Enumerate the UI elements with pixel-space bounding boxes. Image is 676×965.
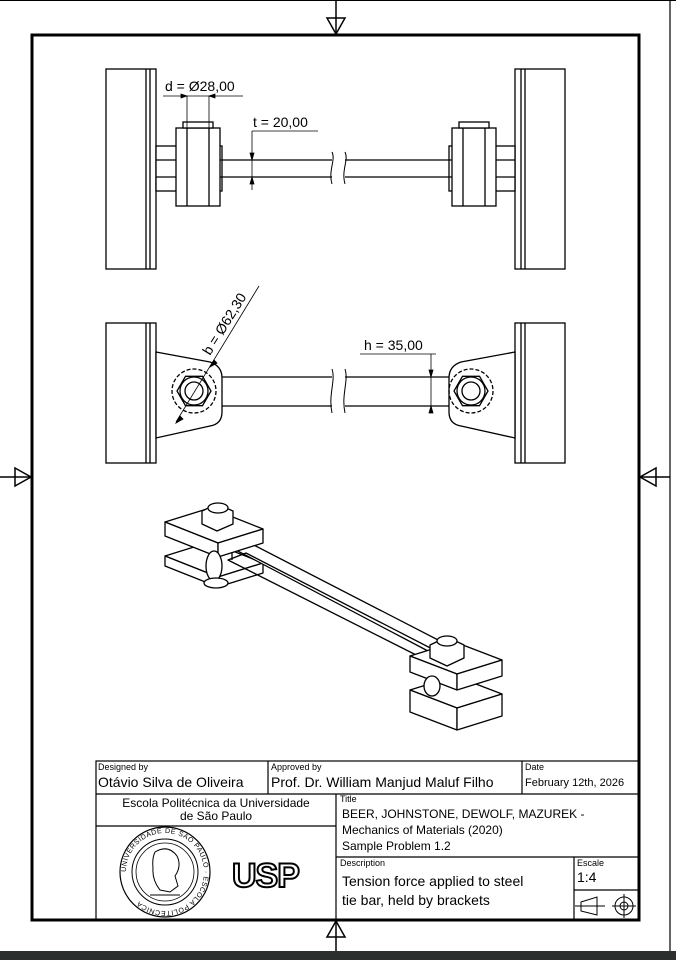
tie-bar-top xyxy=(222,151,449,185)
front-view-dimensions xyxy=(174,285,449,425)
designed-by-caption: Designed by xyxy=(98,762,149,772)
tie-bar-front xyxy=(222,368,449,414)
centering-mark-top xyxy=(325,0,347,36)
centering-mark-left xyxy=(0,466,33,488)
right-wall-plate-front xyxy=(514,322,566,464)
usp-logo-text: USP xyxy=(232,857,299,895)
top-view-dimensions xyxy=(163,93,318,190)
description-caption: Description xyxy=(340,858,386,868)
iso-left-bracket-lower xyxy=(164,541,264,588)
school-name: Escola Politécnica da Universidade de Sã… xyxy=(122,796,310,824)
date-value: February 12th, 2026 xyxy=(525,777,625,789)
front-view xyxy=(105,322,566,464)
projection-symbol-icon xyxy=(575,894,636,918)
university-seal-icon: UNIVERSIDADE DE SÃO PAULO · ESCOLA POLIT… xyxy=(119,826,211,918)
title-block-grid xyxy=(95,760,640,921)
centering-mark-right xyxy=(638,466,670,488)
left-wall-plate xyxy=(105,68,157,270)
dimension-t-label: t = 20,00 xyxy=(253,114,308,130)
approved-by-value: Prof. Dr. William Manjud Maluf Filho xyxy=(271,774,494,790)
bottom-strip xyxy=(0,951,676,960)
centering-mark-bottom xyxy=(325,919,347,951)
dimension-d-label: d = Ø28,00 xyxy=(165,78,235,94)
title-caption: Title xyxy=(340,794,357,804)
top-view xyxy=(105,68,566,270)
iso-right-bracket-upper xyxy=(409,635,503,697)
left-wall-plate-front xyxy=(105,322,157,464)
isometric-view xyxy=(164,502,503,731)
description-value: Tension force applied to steel tie bar, … xyxy=(342,873,524,908)
dimension-h-label: h = 35,00 xyxy=(364,337,423,353)
designed-by-value: Otávio Silva de Oliveira xyxy=(98,774,244,790)
iso-left-bracket-upper xyxy=(164,502,264,589)
right-bracket-top xyxy=(448,121,516,207)
approved-by-caption: Approved by xyxy=(271,762,322,772)
scale-caption: Escale xyxy=(577,858,605,868)
dimension-b-label: b = Ø62,30 xyxy=(199,290,250,358)
title-value: BEER, JOHNSTONE, DEWOLF, MAZUREK - Mecha… xyxy=(342,807,585,853)
iso-tie-bar xyxy=(227,540,443,662)
usp-logo: USP xyxy=(231,856,301,896)
date-caption: Date xyxy=(525,762,545,772)
right-bracket-front xyxy=(448,351,516,439)
right-wall-plate xyxy=(514,68,566,270)
left-bracket-top xyxy=(155,121,223,207)
scale-value: 1:4 xyxy=(577,869,597,885)
centering-marks xyxy=(0,0,670,951)
